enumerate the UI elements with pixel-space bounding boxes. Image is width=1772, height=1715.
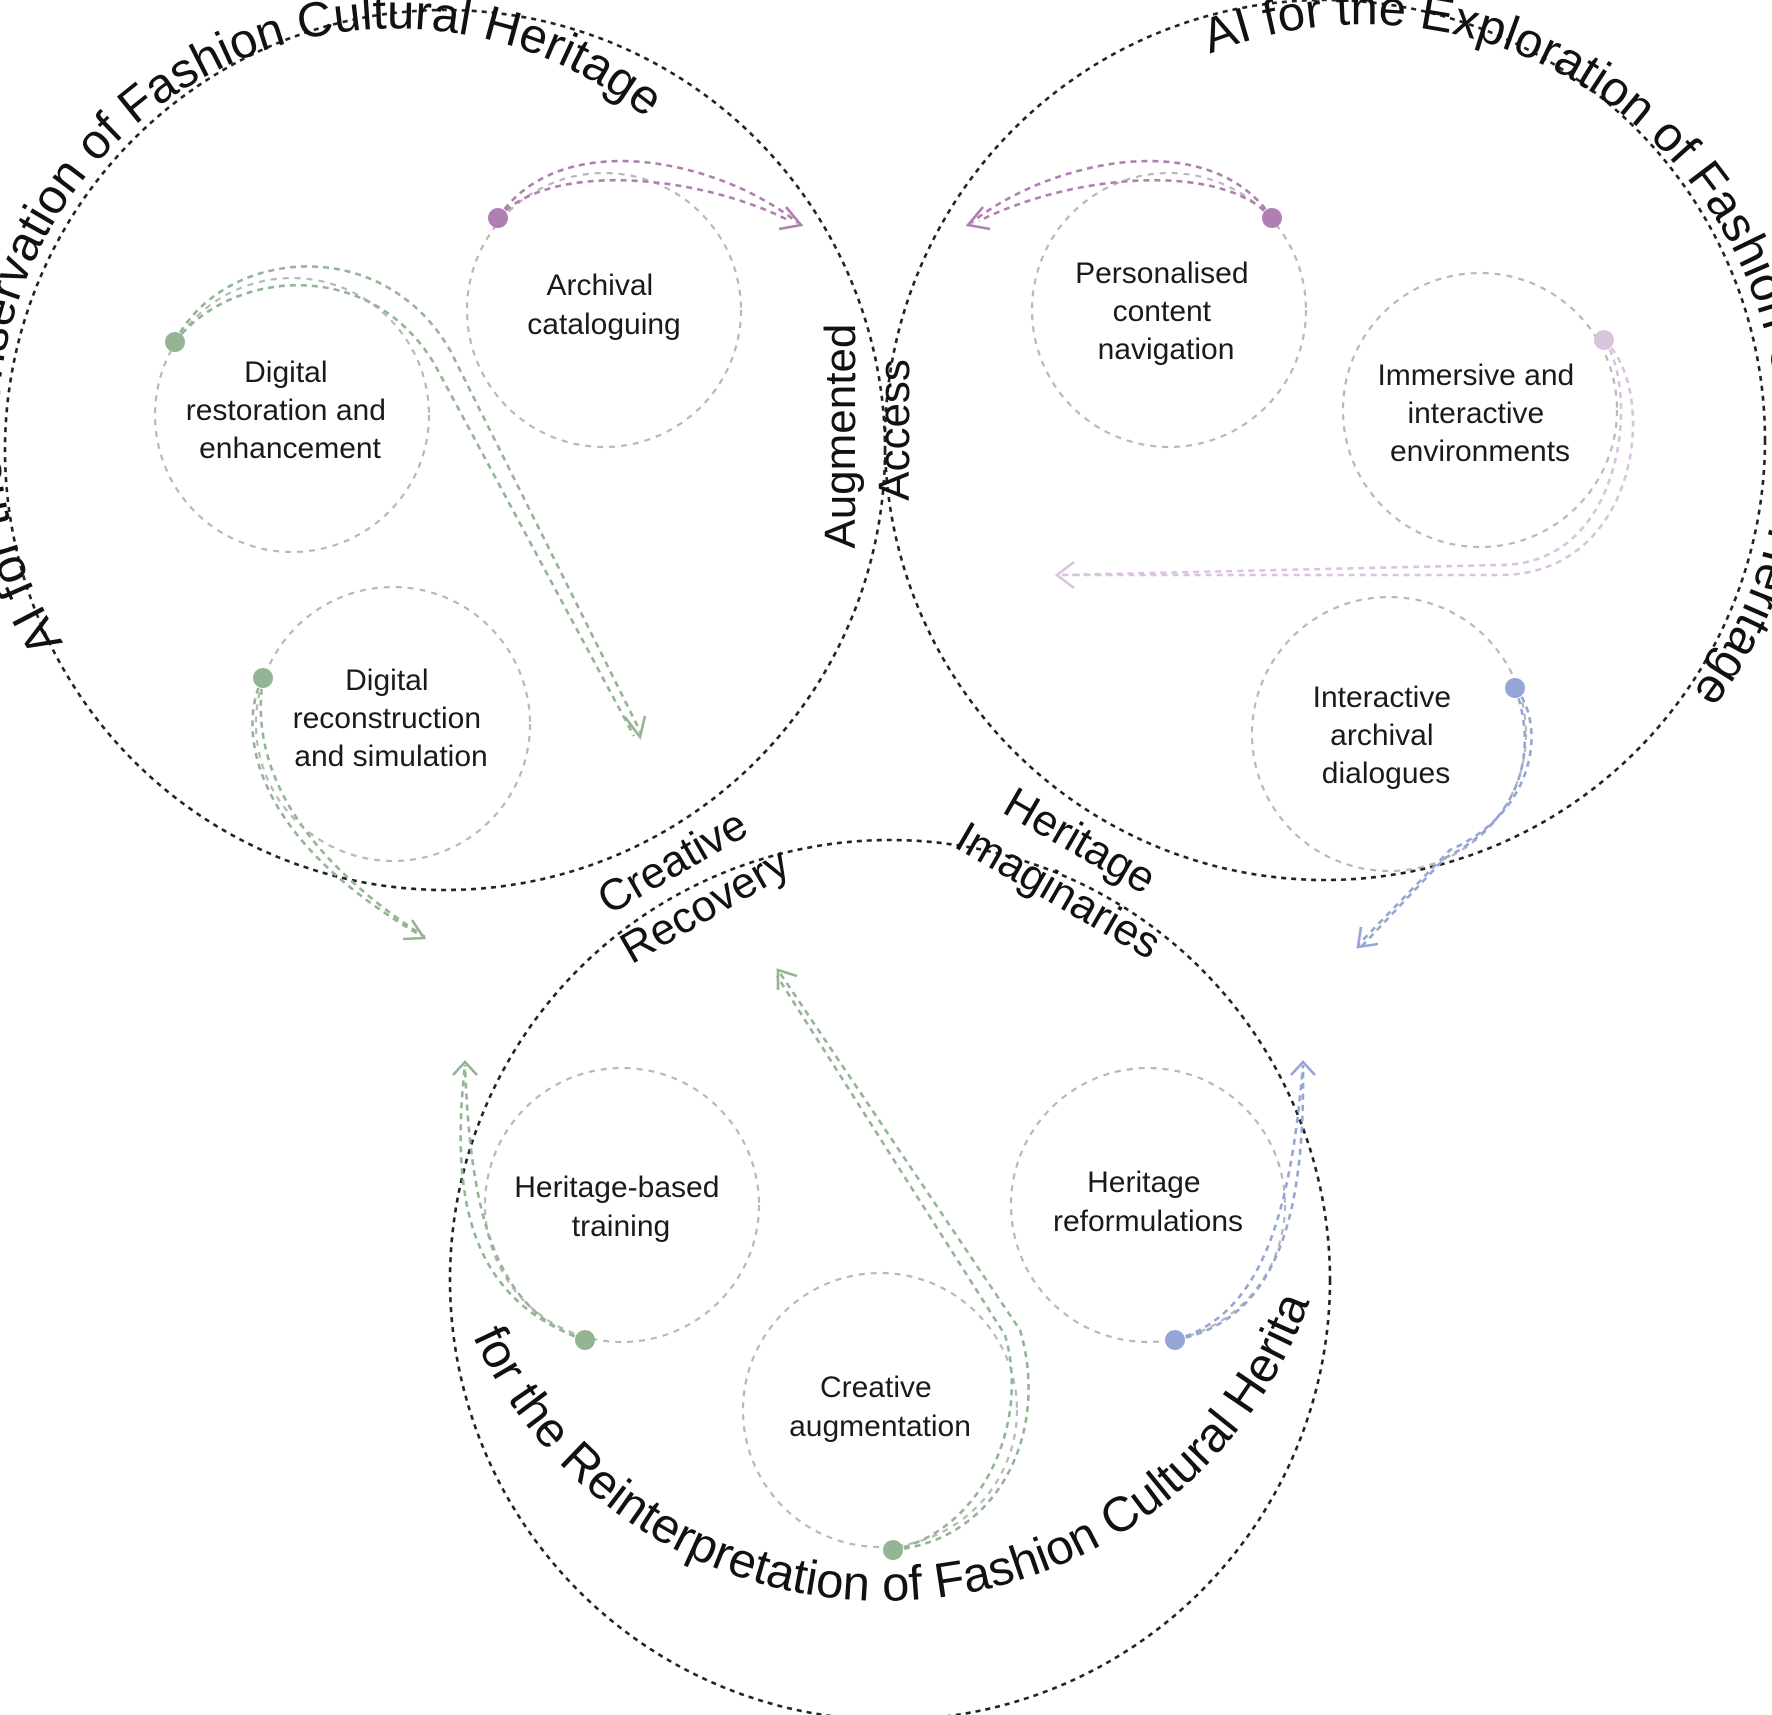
personalised-navigation-node: [1030, 171, 1308, 449]
archival-to-augmented-arrow: [488, 159, 804, 231]
personalised-navigation-text: Personalised content navigation: [1075, 257, 1257, 366]
creative-augmentation-text: Creative augmentation: [789, 1371, 971, 1443]
training-to-creative-arrow: [452, 1060, 595, 1350]
interactive-dialogues-node: [1250, 595, 1528, 873]
archival-cataloguing-text: Archival cataloguing: [527, 269, 680, 341]
personalised-to-augmented-arrow: [965, 159, 1282, 231]
immersive-environments-text: Immersive and interactive environments: [1377, 359, 1582, 468]
digital-reconstruction-text: Digital reconstruction and simulation: [293, 664, 490, 773]
heritage-imaginaries-label: Heritage Imaginaries: [948, 766, 1196, 969]
reinterpretation-circle: [448, 838, 1332, 1715]
heritage-training-node: [483, 1066, 761, 1344]
restoration-to-creative-arrow: [165, 265, 647, 740]
heritage-reformulations-text: Heritage reformulations: [1053, 1166, 1243, 1238]
digital-restoration-node: [153, 276, 431, 554]
augmented-access-label: Augmented Access: [816, 311, 919, 548]
immersive-to-augmented-arrow: [1054, 330, 1635, 590]
exploration-circle: [883, 0, 1767, 882]
heritage-reformulations-node: [1009, 1066, 1287, 1344]
augmentation-to-creative-arrow: [775, 968, 1030, 1560]
reformulations-to-imaginaries-arrow: [1165, 1060, 1316, 1350]
creative-augmentation-node: [741, 1271, 1019, 1549]
digital-restoration-text: Digital restoration and enhancement: [186, 356, 394, 465]
creative-recovery-label: Creative Recovery: [585, 791, 797, 973]
immersive-environments-node: [1341, 271, 1619, 549]
heritage-training-text: Heritage-based training: [514, 1171, 727, 1243]
reconstruction-to-creative-arrow: [251, 668, 427, 941]
dialogues-to-imaginaries-arrow: [1356, 678, 1533, 949]
interactive-dialogues-text: Interactive archival dialogues: [1313, 681, 1460, 790]
reinterpretation-title: AI for the Reinterpretation of Fashion C…: [0, 0, 1320, 1612]
digital-reconstruction-node: [254, 585, 532, 863]
archival-cataloguing-node: [465, 171, 743, 449]
